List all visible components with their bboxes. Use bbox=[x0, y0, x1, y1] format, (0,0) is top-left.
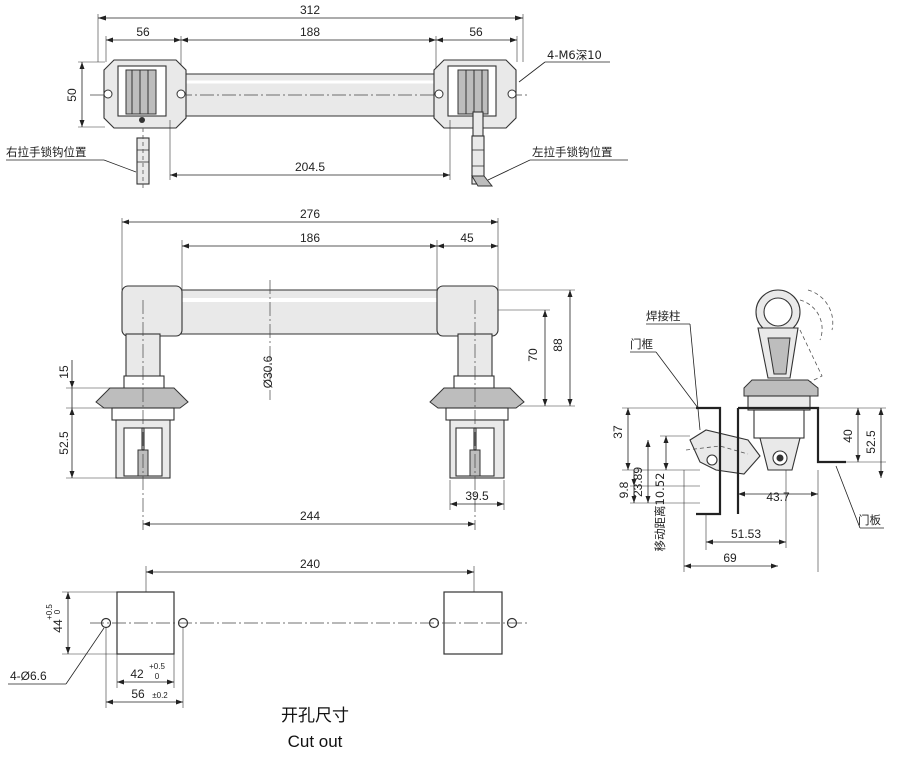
dim-52-5-front: 52.5 bbox=[57, 431, 71, 455]
dim-50: 50 bbox=[65, 88, 79, 102]
dim-43-7: 43.7 bbox=[766, 490, 790, 504]
dim-tube-diameter: Ø30.6 bbox=[261, 355, 275, 388]
caption-en: Cut out bbox=[288, 732, 343, 751]
top-view: 312 56 188 56 50 bbox=[6, 3, 628, 188]
side-view: 焊接柱 门框 门板 37 9.8 23.89 移动距离10.52 bbox=[611, 289, 886, 572]
dim-276: 276 bbox=[300, 207, 320, 221]
tol-42-lower: 0 bbox=[155, 672, 160, 681]
dim-9-8: 9.8 bbox=[617, 481, 631, 498]
dim-15: 15 bbox=[57, 365, 71, 379]
dim-39-5: 39.5 bbox=[465, 489, 489, 503]
left-end-block bbox=[103, 59, 187, 129]
tol-44-lower: 0 bbox=[53, 609, 62, 614]
dim-40-side: 40 bbox=[841, 429, 855, 443]
dim-88: 88 bbox=[551, 338, 565, 352]
right-hook-label: 右拉手锁钩位置 bbox=[6, 145, 87, 159]
dim-244: 244 bbox=[300, 509, 320, 523]
dim-52-5-side: 52.5 bbox=[864, 430, 878, 454]
thread-note: 4-M6深10 bbox=[547, 48, 602, 62]
caption-cn: 开孔尺寸 bbox=[281, 706, 349, 726]
dim-312: 312 bbox=[300, 3, 320, 17]
dim-204-5: 204.5 bbox=[295, 160, 325, 174]
left-hook-label: 左拉手锁钩位置 bbox=[532, 145, 613, 159]
door-frame-label: 门框 bbox=[630, 337, 653, 351]
tol-44-upper: +0.5 bbox=[45, 604, 54, 620]
dim-51-53: 51.53 bbox=[731, 527, 761, 541]
left-post bbox=[95, 285, 189, 530]
right-end-block bbox=[433, 59, 517, 137]
dim-56-left: 56 bbox=[136, 25, 150, 39]
cutout-view: 240 44 +0.5 0 4-Ø6.6 42 +0.5 0 bbox=[8, 557, 528, 751]
dim-42: 42 bbox=[130, 667, 144, 681]
dim-188: 188 bbox=[300, 25, 320, 39]
weld-stud-label: 焊接柱 bbox=[646, 309, 681, 323]
right-hook-position bbox=[136, 128, 150, 188]
door-panel-label: 门板 bbox=[858, 513, 881, 527]
travel-label: 移动距离10.52 bbox=[653, 473, 667, 552]
dim-240: 240 bbox=[300, 557, 320, 571]
dim-56-right: 56 bbox=[469, 25, 483, 39]
dim-23-89: 23.89 bbox=[631, 467, 645, 497]
left-hook-position bbox=[471, 135, 494, 187]
dim-69: 69 bbox=[723, 551, 737, 565]
tol-56: ±0.2 bbox=[152, 691, 168, 700]
front-view: 276 186 45 Ø30.6 bbox=[57, 207, 575, 530]
dim-44: 44 bbox=[51, 619, 65, 633]
right-post bbox=[429, 285, 525, 530]
dim-186: 186 bbox=[300, 231, 320, 245]
dim-37: 37 bbox=[611, 425, 625, 439]
tol-42-upper: +0.5 bbox=[149, 662, 165, 671]
dim-70: 70 bbox=[526, 348, 540, 362]
dim-45: 45 bbox=[460, 231, 474, 245]
hole-note: 4-Ø6.6 bbox=[10, 669, 47, 683]
dim-56-cutout: 56 bbox=[131, 687, 145, 701]
